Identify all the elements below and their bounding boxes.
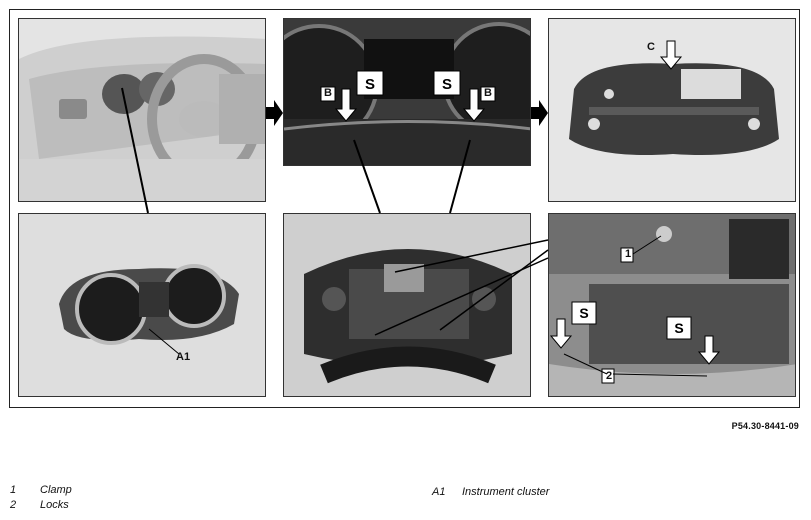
legend-right: A1 Instrument cluster [432, 486, 549, 501]
panel-dashboard-view [18, 18, 266, 202]
down-arrow-icon [697, 335, 721, 365]
down-arrow-icon [334, 88, 358, 122]
panel-cluster-locks: S S B B [283, 18, 531, 166]
right-arrow-icon [531, 100, 548, 126]
panel-cluster-back: C [548, 18, 796, 202]
legend-item: A1 Instrument cluster [432, 486, 549, 501]
down-arrow-icon [462, 88, 486, 122]
legend-number: A1 [432, 486, 446, 498]
svg-text:S: S [365, 76, 375, 93]
legend-text: Locks [40, 499, 69, 511]
legend-text: Clamp [40, 484, 72, 496]
panel-clamp-locks: S S 1 2 [548, 213, 796, 397]
callout-c: C [647, 41, 655, 53]
svg-text:S: S [674, 320, 683, 336]
panel-cluster-opening [283, 213, 531, 397]
legend-text: Instrument cluster [462, 486, 550, 498]
callout-a1: A1 [176, 351, 191, 363]
cluster-opening-illustration [284, 214, 530, 396]
lock-symbol-icon: S [433, 70, 461, 96]
lock-symbol-icon: S [571, 301, 597, 325]
lock-symbol-icon: S [666, 316, 692, 340]
leader-lines [121, 87, 549, 336]
legend-item: 2 Locks [10, 499, 72, 514]
clamp-locks-illustration: S S [549, 214, 795, 396]
down-arrow-icon [549, 318, 573, 349]
cluster-back-illustration [549, 19, 795, 201]
legend-left: 1 Clamp 2 Locks [10, 484, 72, 514]
legend-item: 1 Clamp [10, 484, 72, 499]
figure-id: P54.30-8441-09 [731, 421, 799, 431]
callout-b-right: B [484, 87, 492, 99]
svg-text:S: S [442, 76, 452, 93]
cluster-top-illustration: S S [284, 19, 530, 165]
instrument-cluster-illustration [19, 214, 265, 396]
svg-text:S: S [579, 305, 588, 321]
dashboard-illustration [19, 19, 265, 201]
callout-b-left: B [324, 87, 332, 99]
legend-number: 2 [10, 499, 17, 511]
legend-number: 1 [10, 484, 17, 496]
lock-symbol-icon: S [356, 70, 384, 96]
right-arrow-icon [266, 100, 283, 126]
panel-instrument-cluster: A1 [18, 213, 266, 397]
callout-clamp-1: 1 [625, 248, 632, 260]
down-arrow-icon [659, 40, 683, 70]
callout-locks-2: 2 [606, 370, 613, 382]
